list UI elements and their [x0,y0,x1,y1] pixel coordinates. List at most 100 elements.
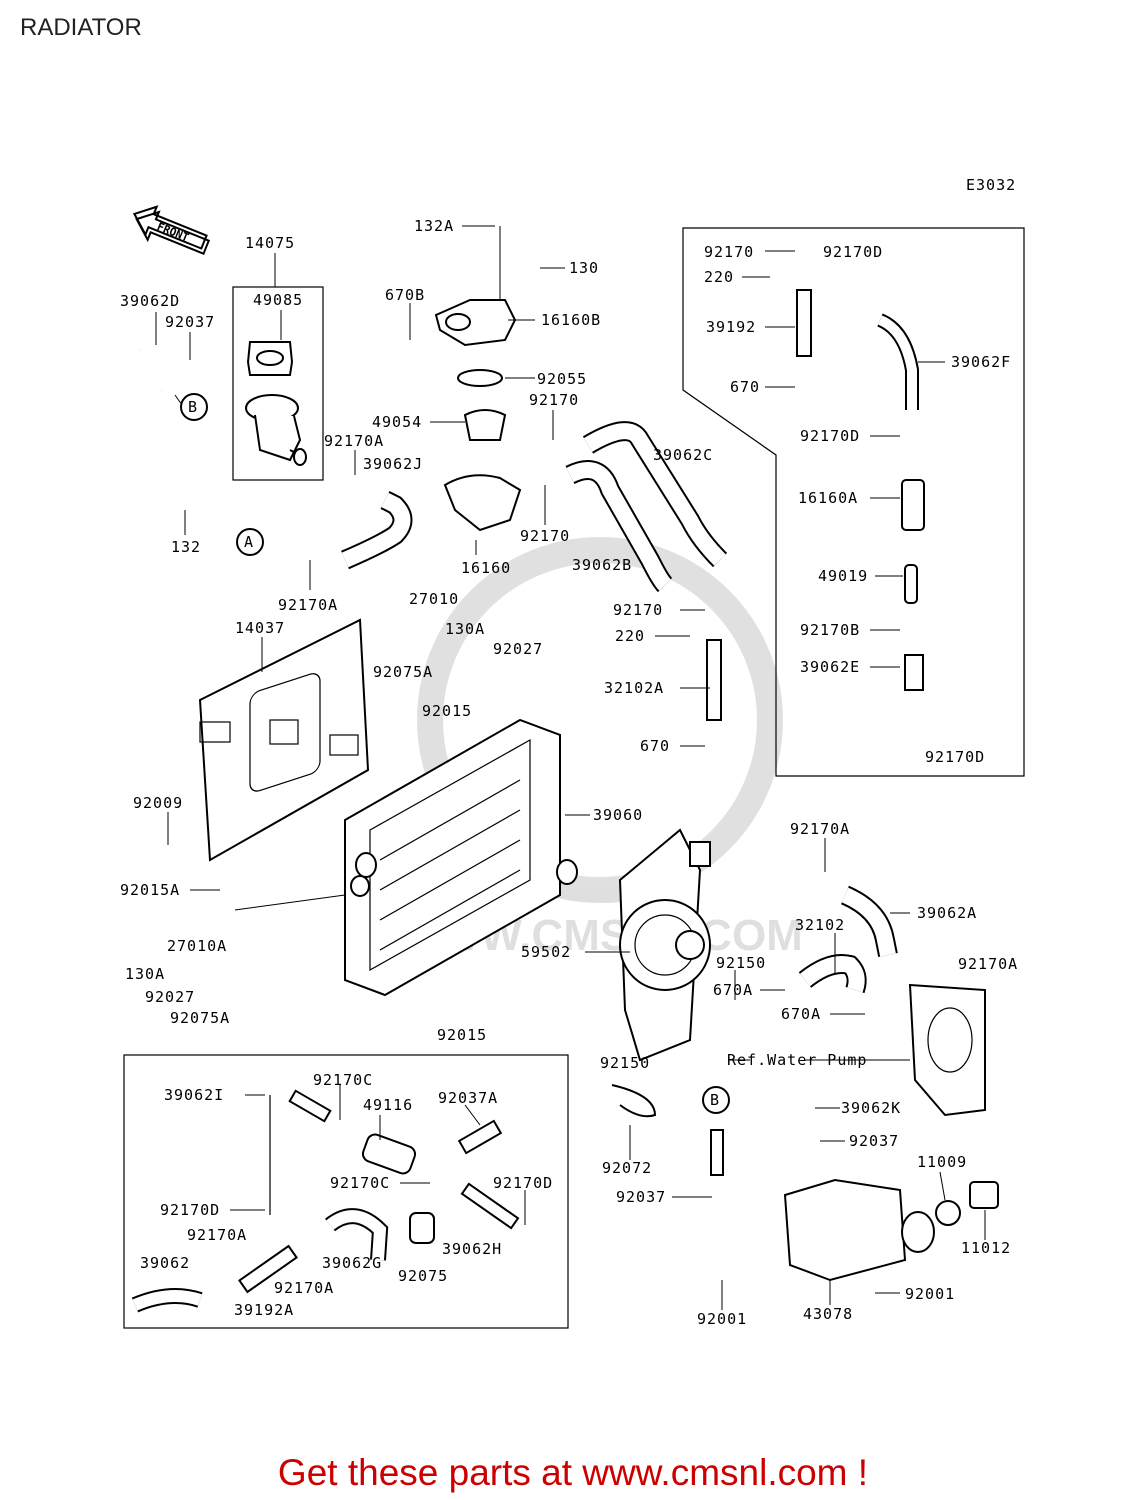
hose-kit-box [123,1054,569,1329]
label-92170a-k1: 92170A [187,1226,247,1244]
front-arrow-icon: FRONT [132,205,211,256]
label-11009: 11009 [917,1153,967,1171]
label-670-r: 670 [730,378,760,396]
figure-code: E3032 [966,176,1016,194]
label-92009: 92009 [133,794,183,812]
radiator-shroud-part [198,618,370,862]
reservoir-kit-box [682,227,1025,777]
buy-parts-link[interactable]: Get these parts at www.cmsnl.com ! [277,1452,869,1493]
label-11012: 11012 [961,1239,1011,1257]
label-49085: 49085 [253,291,303,309]
label-92170d-k1: 92170D [160,1201,220,1219]
label-92027-1: 92027 [493,640,543,658]
label-16160b: 16160B [541,311,601,329]
label-220-r: 220 [704,268,734,286]
label-92072: 92072 [602,1159,652,1177]
label-92075a-1: 92075A [373,663,433,681]
label-670a-2: 670A [781,1005,821,1023]
label-92170a-3: 92170A [790,820,850,838]
label-92037a: 92037A [438,1089,498,1107]
label-39062: 39062 [140,1254,190,1272]
label-39192a: 39192A [234,1301,294,1319]
label-39062b: 39062B [572,556,632,574]
radiator-cap-group-box [232,286,324,481]
label-92170d-r3: 92170D [925,748,985,766]
valve-49019 [904,564,918,604]
label-39062h: 39062H [442,1240,502,1258]
filter-49116 [361,1133,417,1175]
label-92037: 92037 [165,313,215,331]
label-39062i: 39062I [164,1086,224,1104]
label-ref-water-pump: Ref.Water Pump [727,1051,867,1069]
label-49116: 49116 [363,1096,413,1114]
plate-92037a [457,1119,503,1155]
label-92037-k1: 92037 [849,1132,899,1150]
label-92170c-1: 92170C [313,1071,373,1089]
label-92150-1: 92150 [716,954,766,972]
cooling-fan-part [618,828,711,1062]
label-92170a-4: 92170A [958,955,1018,973]
radiator-cap-part [246,341,294,376]
label-39060: 39060 [593,806,643,824]
label-39062f: 39062F [951,353,1011,371]
label-32102: 32102 [795,916,845,934]
label-39062j: 39062J [363,455,423,473]
label-49019: 49019 [818,567,868,585]
label-92015-1: 92015 [422,702,472,720]
label-39062d: 39062D [120,292,180,310]
water-pump-part [908,983,986,1117]
label-92170-r: 92170 [704,243,754,261]
ref-b-circle-2: B [710,1091,720,1109]
label-92170a-2: 92170A [278,596,338,614]
ref-b-circle: B [188,398,198,416]
label-92170d-k2: 92170D [493,1174,553,1192]
label-39062k: 39062K [841,1099,901,1117]
label-92015-2: 92015 [437,1026,487,1044]
label-92170a-k2: 92170A [274,1279,334,1297]
part-labels: 132A 130 16160B 92055 49054 92170 16160 … [120,217,1018,1328]
label-14075: 14075 [245,234,295,252]
label-27010: 27010 [409,590,459,608]
label-59502: 59502 [521,943,571,961]
label-14037: 14037 [235,619,285,637]
label-32102a: 32102A [604,679,664,697]
label-130a-2: 130A [125,965,165,983]
label-670b: 670B [385,286,425,304]
label-670a-1: 670A [713,981,753,999]
label-92170a-1: 92170A [324,432,384,450]
label-132a: 132A [414,217,454,235]
label-92001-2: 92001 [905,1285,955,1303]
label-92170-b: 92170 [520,527,570,545]
pipe-39192 [796,289,812,357]
label-39062e: 39062E [800,658,860,676]
label-92015a: 92015A [120,881,180,899]
label-92150-2: 92150 [600,1054,650,1072]
thermostat-housing-part [434,299,522,532]
label-92170-c: 92170 [613,601,663,619]
tube-b [710,1129,724,1176]
pipe-32102a [706,639,722,721]
pipe-39192a [238,1244,298,1294]
hose-39062e [904,654,924,691]
label-130: 130 [569,259,599,277]
pipe-39062h [460,1182,520,1230]
label-220: 220 [615,627,645,645]
label-92170d-r2: 92170D [800,427,860,445]
label-43078: 43078 [803,1305,853,1323]
label-27010a: 27010A [167,937,227,955]
filter-16160a [901,479,925,531]
page-title: RADIATOR [20,14,142,41]
label-16160a: 16160A [798,489,858,507]
label-92055: 92055 [537,370,587,388]
label-92027-2: 92027 [145,988,195,1006]
label-39062g: 39062G [322,1254,382,1272]
pipe-39062i [288,1089,332,1123]
radiator-core-part [344,718,578,997]
leader-lines [155,225,986,1310]
label-92037-k2: 92037 [616,1188,666,1206]
ref-a-circle: A [244,533,254,551]
label-49054: 49054 [372,413,422,431]
label-92170-top: 92170 [529,391,579,409]
label-39192: 39192 [706,318,756,336]
label-92075: 92075 [398,1267,448,1285]
